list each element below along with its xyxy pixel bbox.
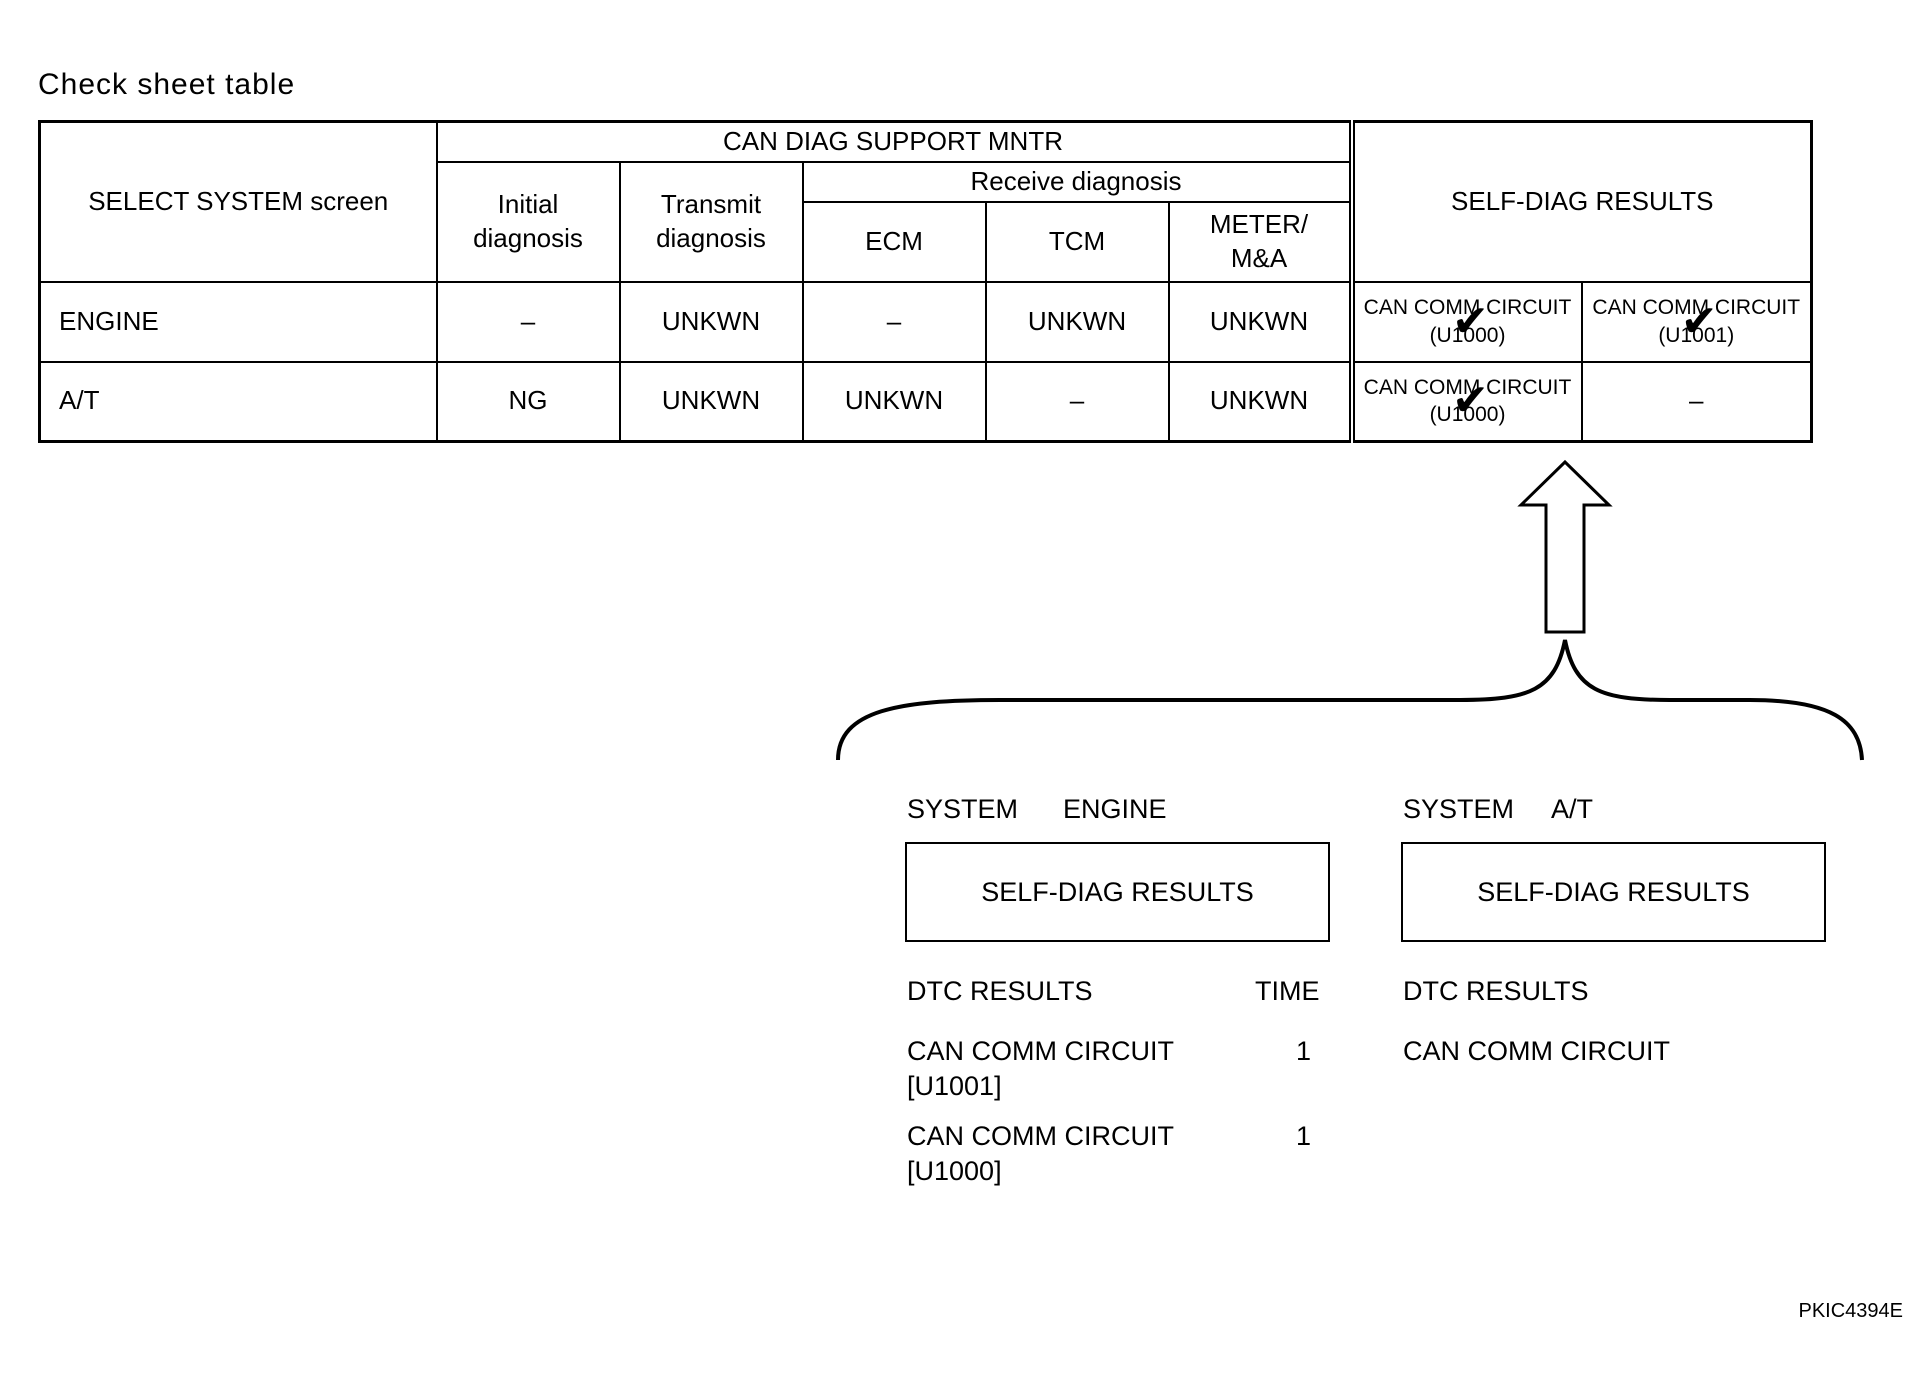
- dtc-result-name: CAN COMM CIRCUIT: [1403, 1036, 1670, 1066]
- row-system: A/T: [38, 360, 438, 443]
- cell-transmit: UNKWN: [618, 360, 804, 443]
- cell-initial: –: [435, 280, 621, 363]
- up-arrow-icon: [1517, 459, 1613, 634]
- figure-code: PKIC4394E: [1798, 1300, 1903, 1322]
- engine-system-label: SYSTEM: [907, 794, 1019, 824]
- page-title: Check sheet table: [38, 68, 296, 101]
- dtc-result-item: CAN COMM CIRCUIT [U1001]: [907, 1034, 1174, 1104]
- row-system: ENGINE: [38, 280, 438, 363]
- ecm-header: ECM: [801, 200, 987, 283]
- table-row: A/T NG UNKWN UNKWN – UNKWN CAN COMM CIRC…: [38, 360, 1813, 443]
- cell-tcm: UNKWN: [984, 280, 1170, 363]
- dtc-result-name: CAN COMM CIRCUIT: [907, 1036, 1174, 1066]
- at-self-diag-button[interactable]: SELF-DIAG RESULTS: [1401, 842, 1826, 942]
- meter-header: METER/ M&A: [1167, 200, 1353, 283]
- check-sheet-table: SELECT SYSTEM screen CAN DIAG SUPPORT MN…: [38, 120, 1813, 443]
- cell-meter: UNKWN: [1167, 280, 1353, 363]
- at-dtc-header: DTC RESULTS: [1403, 976, 1589, 1006]
- dtc-result-time: 1: [1296, 1121, 1312, 1151]
- cell-ecm: –: [801, 280, 987, 363]
- at-system-label: SYSTEM: [1403, 794, 1515, 824]
- dtc-result-item: CAN COMM CIRCUIT [U1000]: [907, 1119, 1174, 1189]
- cell-tcm: –: [984, 360, 1170, 443]
- dtc-result-code: [U1000]: [907, 1156, 1002, 1186]
- select-system-header: SELECT SYSTEM screen: [38, 120, 438, 283]
- self-diag-header: SELF-DIAG RESULTS: [1348, 120, 1813, 283]
- dtc-result-name: CAN COMM CIRCUIT: [907, 1121, 1174, 1151]
- receive-diagnosis-header: Receive diagnosis: [801, 160, 1353, 203]
- engine-self-diag-button[interactable]: SELF-DIAG RESULTS: [905, 842, 1330, 942]
- initial-diagnosis-header: Initial diagnosis: [435, 160, 621, 283]
- dtc-result-time: 1: [1296, 1036, 1312, 1066]
- brace-icon: [836, 639, 1864, 761]
- dtc-result-code: [U1001]: [907, 1071, 1002, 1101]
- self-diag-text: CAN COMM CIRCUIT (U1001): [1592, 296, 1801, 347]
- transmit-diagnosis-header: Transmit diagnosis: [618, 160, 804, 283]
- engine-dtc-header: DTC RESULTS: [907, 976, 1093, 1006]
- can-diag-header: CAN DIAG SUPPORT MNTR: [435, 120, 1353, 163]
- engine-system-value: ENGINE: [1063, 794, 1167, 824]
- cell-ecm: UNKWN: [801, 360, 987, 443]
- self-diag-text: CAN COMM CIRCUIT (U1000): [1363, 375, 1572, 427]
- cell-initial: NG: [435, 360, 621, 443]
- self-diag-text: CAN COMM CIRCUIT (U1000): [1363, 296, 1572, 347]
- cell-meter: UNKWN: [1167, 360, 1353, 443]
- cell-transmit: UNKWN: [618, 280, 804, 363]
- cell-self-diag-2: –: [1580, 360, 1813, 443]
- at-system-value: A/T: [1551, 794, 1594, 824]
- tcm-header: TCM: [984, 200, 1170, 283]
- engine-time-header: TIME: [1255, 976, 1320, 1006]
